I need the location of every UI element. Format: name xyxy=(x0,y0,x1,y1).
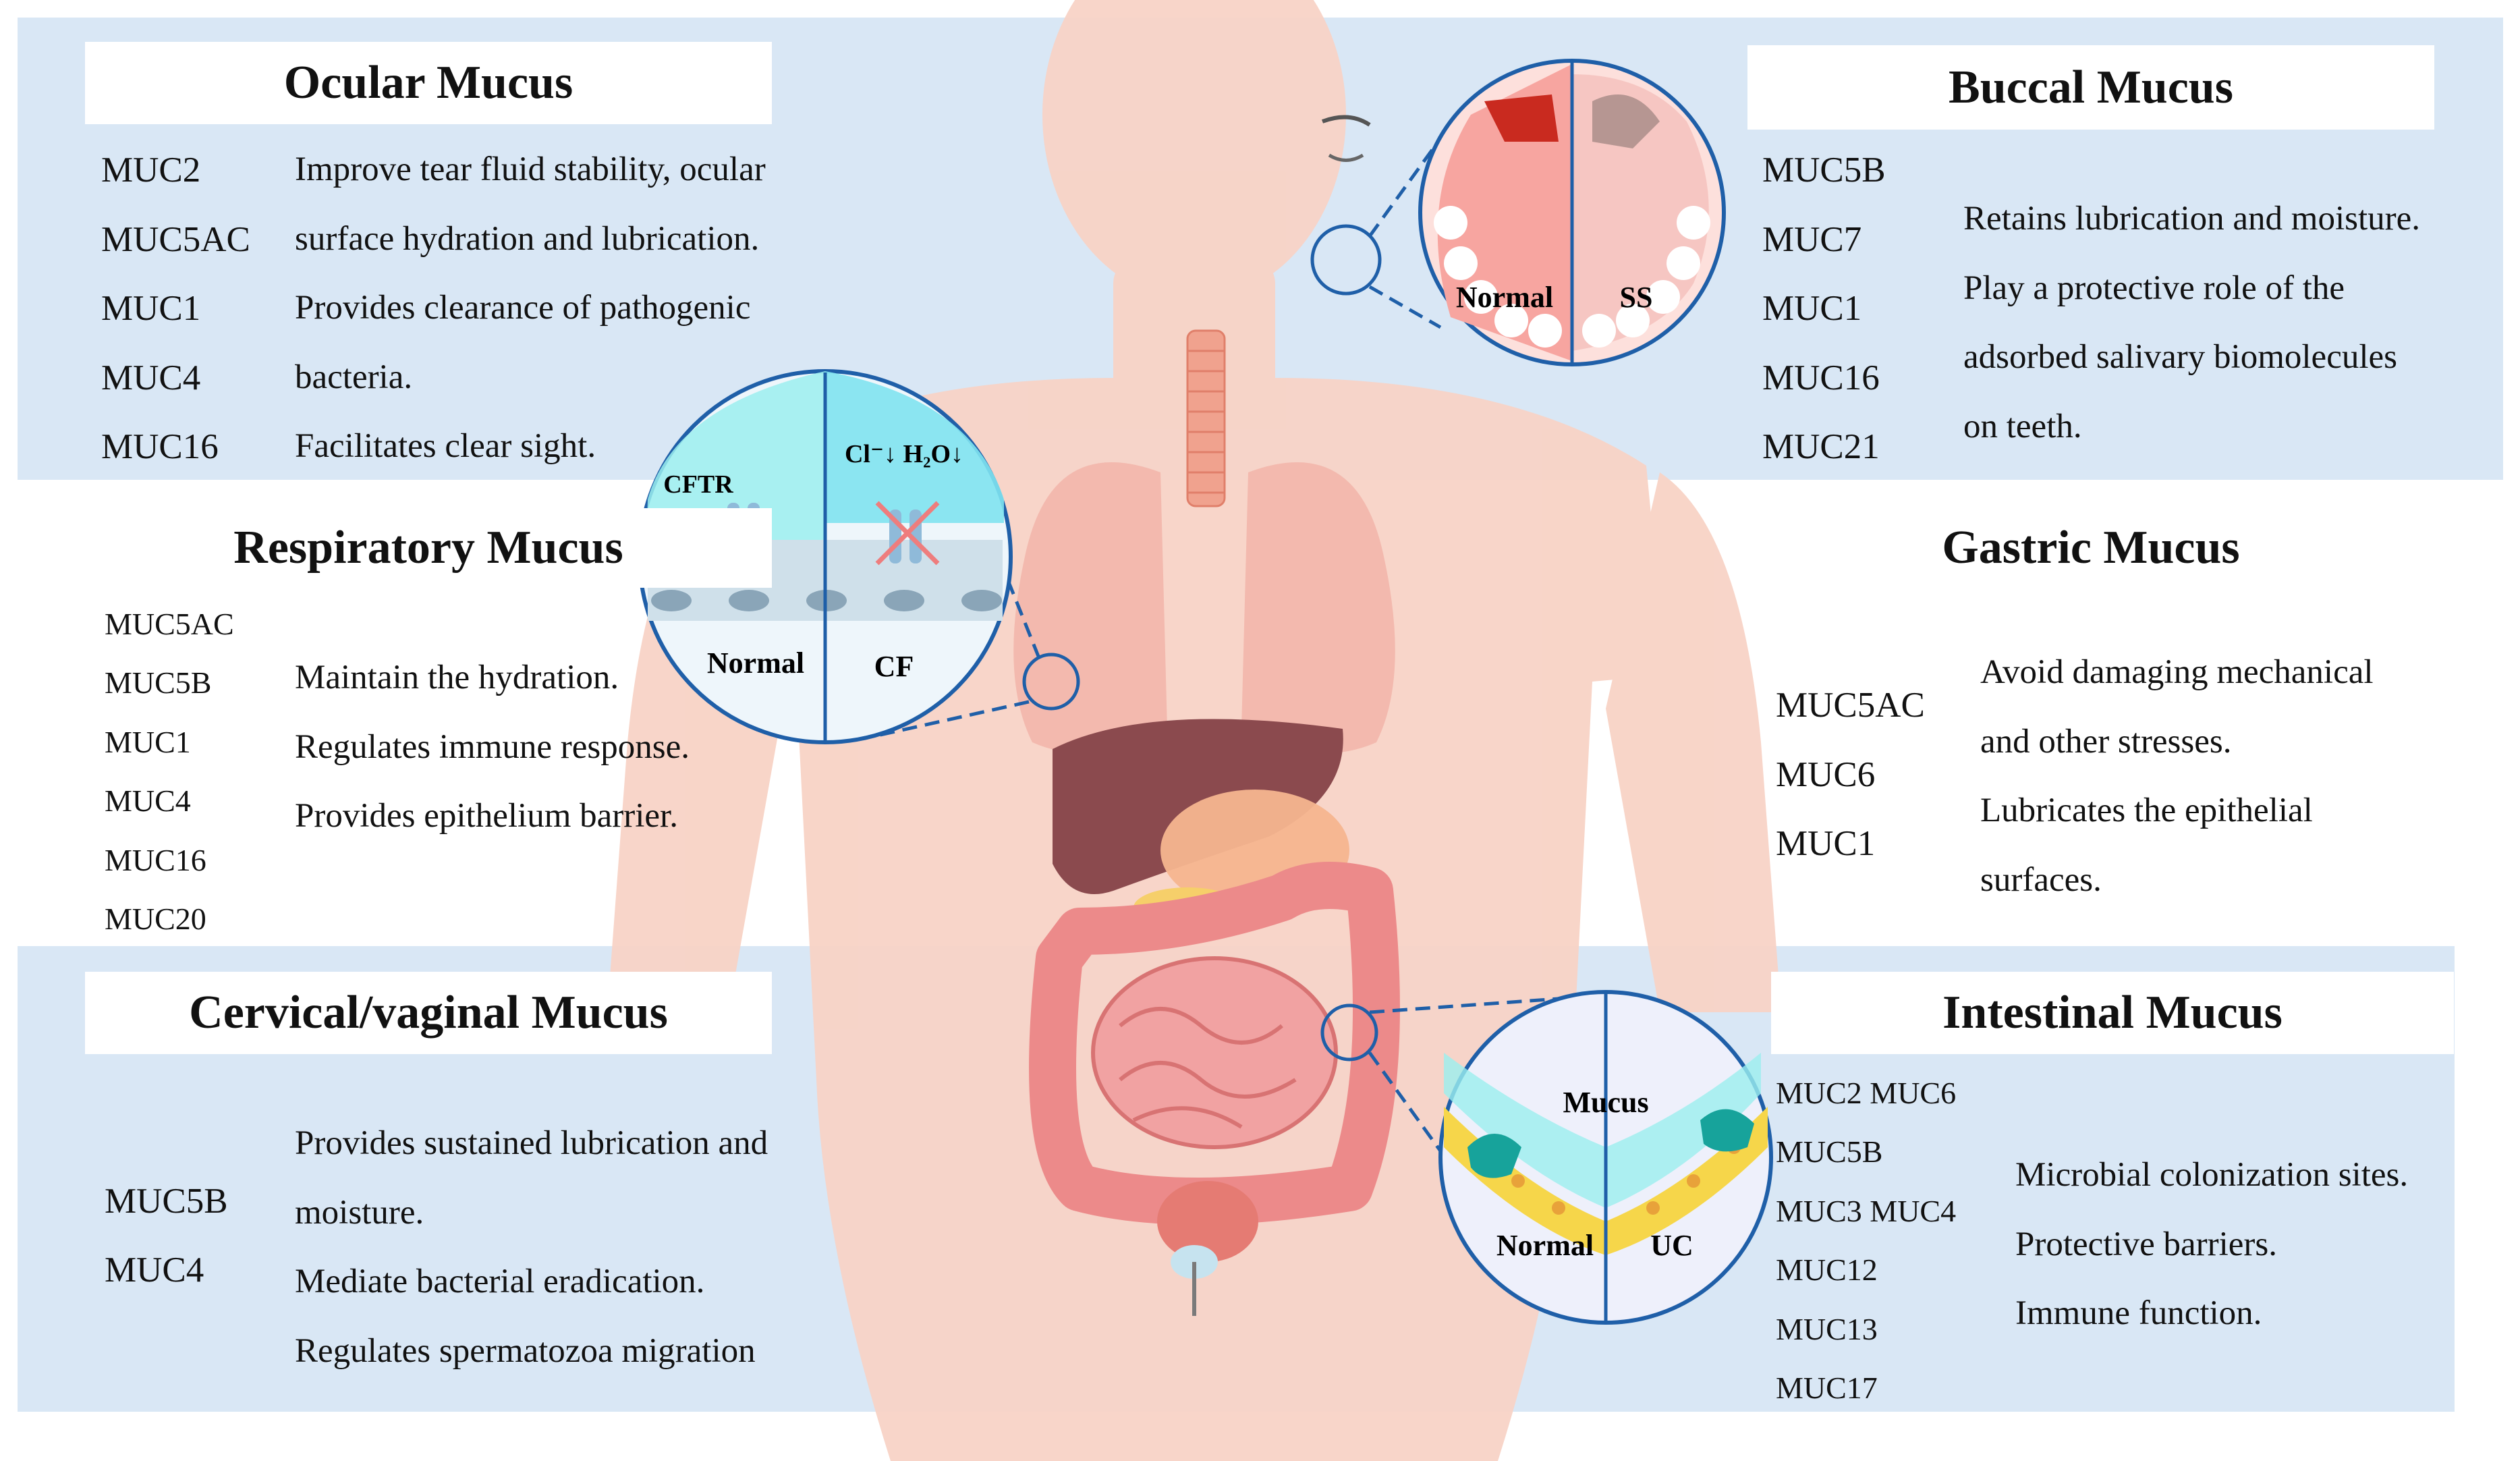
cervical-title: Cervical/vaginal Mucus xyxy=(85,972,772,1054)
respiratory-title: Respiratory Mucus xyxy=(85,508,772,588)
intestinal-gene: MUC3 MUC4 xyxy=(1776,1194,1957,1228)
cervical-desc: Regulates spermatozoa migration xyxy=(295,1332,756,1370)
trachea xyxy=(1186,329,1226,507)
gut-normal-label: Normal xyxy=(1496,1229,1594,1262)
buccal-gene: MUC1 xyxy=(1762,289,1862,328)
respiratory-gene: MUC5B xyxy=(105,665,212,700)
bladder xyxy=(1157,1181,1258,1262)
respiratory-desc: Maintain the hydration. xyxy=(295,659,619,696)
buccal-gene: MUC16 xyxy=(1762,358,1880,397)
intestinal-gene: MUC2 MUC6 xyxy=(1776,1076,1957,1110)
cervical-gene: MUC5B xyxy=(105,1182,228,1221)
intestinal-gene: MUC13 xyxy=(1776,1312,1878,1346)
intestinal-desc: Immune function. xyxy=(2015,1294,2262,1332)
lung-normal-label: Normal xyxy=(707,646,804,680)
left-lung xyxy=(1013,462,1167,753)
ocular-desc: Improve tear fluid stability, ocular xyxy=(295,150,766,188)
buccal-gene: MUC5B xyxy=(1762,150,1886,190)
buccal-gene: MUC7 xyxy=(1762,220,1862,259)
intestinal-gene: MUC17 xyxy=(1776,1371,1878,1405)
buccal-desc: adsorbed salivary biomolecules xyxy=(1963,338,2397,376)
ocular-gene: MUC4 xyxy=(101,358,201,397)
gastric-desc: Avoid damaging mechanical xyxy=(1980,653,2374,691)
lung-callout: CFTR Cl⁻↓ H₂O↓ Normal CF xyxy=(638,369,1080,744)
cervical-desc: Provides sustained lubrication and xyxy=(295,1124,768,1162)
respiratory-gene: MUC20 xyxy=(105,902,206,936)
ocular-gene: MUC1 xyxy=(101,289,201,328)
respiratory-gene: MUC5AC xyxy=(105,607,234,641)
respiratory-desc: Provides epithelium barrier. xyxy=(295,797,678,835)
gut-uc-label: UC xyxy=(1650,1229,1693,1262)
ocular-desc: bacteria. xyxy=(295,358,413,396)
buccal-title: Buccal Mucus xyxy=(1747,45,2434,130)
gastric-desc: surfaces. xyxy=(1980,861,2102,899)
ocular-desc: surface hydration and lubrication. xyxy=(295,220,760,258)
gut-mucus-label: Mucus xyxy=(1563,1086,1648,1119)
mouth-callout: Normal SS xyxy=(1310,59,1726,366)
cf-note-label: Cl⁻↓ H₂O↓ xyxy=(845,440,963,468)
mouth-normal-label: Normal xyxy=(1456,281,1553,314)
respiratory-gene: MUC4 xyxy=(105,783,191,818)
ocular-gene: MUC2 xyxy=(101,150,201,190)
gut-callout: Mucus Normal UC xyxy=(1320,990,1773,1325)
ocular-gene: MUC16 xyxy=(101,427,219,466)
mouth-ss-label: SS xyxy=(1620,281,1653,314)
gastric-gene: MUC1 xyxy=(1776,824,1876,863)
cervical-gene: MUC4 xyxy=(105,1250,204,1290)
respiratory-gene: MUC1 xyxy=(105,725,191,759)
gastric-title: Gastric Mucus xyxy=(1747,508,2434,588)
intestinal-title: Intestinal Mucus xyxy=(1771,972,2454,1054)
buccal-desc: Play a protective role of the xyxy=(1963,269,2345,307)
gastric-gene: MUC6 xyxy=(1776,755,1876,794)
ocular-gene: MUC5AC xyxy=(101,220,250,259)
right-lung xyxy=(1241,462,1395,753)
ocular-desc: Provides clearance of pathogenic xyxy=(295,289,751,327)
intestinal-gene: MUC12 xyxy=(1776,1252,1878,1287)
intestinal-gene: MUC5B xyxy=(1776,1134,1883,1169)
buccal-desc: on teeth. xyxy=(1963,408,2082,445)
gastric-desc: Lubricates the epithelial xyxy=(1980,792,2313,829)
gastric-gene: MUC5AC xyxy=(1776,686,1925,725)
small-intestine xyxy=(1091,956,1338,1149)
intestinal-desc: Microbial colonization sites. xyxy=(2015,1156,2409,1194)
eyebrow xyxy=(1321,115,1371,127)
cervical-desc: moisture. xyxy=(295,1194,424,1232)
closed-eye xyxy=(1328,153,1364,162)
cftr-label: CFTR xyxy=(663,470,733,499)
cervical-desc: Mediate bacterial eradication. xyxy=(295,1263,705,1300)
intestinal-desc: Protective barriers. xyxy=(2015,1225,2278,1263)
respiratory-gene: MUC16 xyxy=(105,843,206,877)
buccal-gene: MUC21 xyxy=(1762,427,1880,466)
gastric-desc: and other stresses. xyxy=(1980,723,2232,761)
ocular-desc: Facilitates clear sight. xyxy=(295,427,596,465)
ocular-title: Ocular Mucus xyxy=(85,42,772,124)
buccal-desc: Retains lubrication and moisture. xyxy=(1963,200,2421,238)
large-intestine xyxy=(1029,862,1400,1225)
lung-cf-label: CF xyxy=(874,650,914,683)
respiratory-desc: Regulates immune response. xyxy=(295,728,690,766)
